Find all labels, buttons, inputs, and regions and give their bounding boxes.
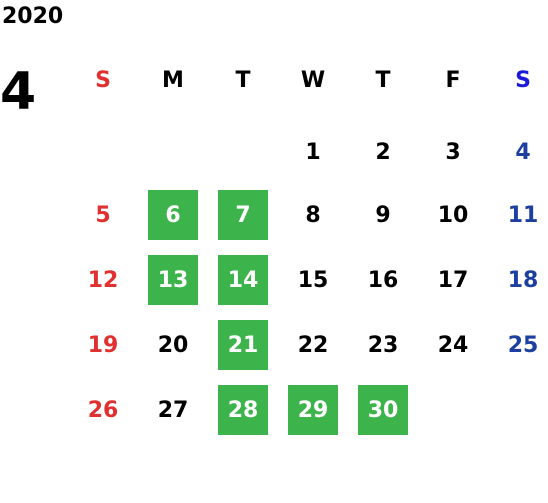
day-cell-highlighted[interactable]: 6 [148, 190, 198, 240]
day-cell[interactable]: 2 [375, 139, 391, 165]
day-cell-highlighted[interactable]: 7 [218, 190, 268, 240]
day-cell[interactable]: 3 [445, 139, 461, 165]
day-cell-highlighted[interactable]: 21 [218, 320, 268, 370]
day-cell[interactable]: 22 [297, 332, 329, 358]
weekday-header: S [515, 67, 531, 93]
weekday-header: T [375, 67, 391, 93]
day-cell[interactable]: 8 [305, 202, 321, 228]
day-cell[interactable]: 12 [87, 267, 119, 293]
weekday-header: F [445, 67, 461, 93]
day-cell[interactable]: 4 [515, 139, 531, 165]
weekday-header: T [235, 67, 251, 93]
weekday-header: M [162, 67, 184, 93]
day-cell-highlighted[interactable]: 13 [148, 255, 198, 305]
day-cell[interactable]: 25 [507, 332, 539, 358]
day-cell[interactable]: 16 [367, 267, 399, 293]
weekday-header: S [95, 67, 111, 93]
day-cell[interactable]: 20 [157, 332, 189, 358]
day-cell[interactable]: 1 [305, 139, 321, 165]
day-cell[interactable]: 17 [437, 267, 469, 293]
day-cell-highlighted[interactable]: 30 [358, 385, 408, 435]
day-cell[interactable]: 5 [95, 202, 111, 228]
day-cell-highlighted[interactable]: 14 [218, 255, 268, 305]
year-label: 2020 [2, 4, 64, 29]
month-number: 4 [0, 62, 37, 122]
day-cell[interactable]: 18 [507, 267, 539, 293]
day-cell[interactable]: 15 [297, 267, 329, 293]
day-cell[interactable]: 11 [507, 202, 539, 228]
day-cell[interactable]: 26 [87, 397, 119, 423]
weekday-header: W [300, 67, 326, 93]
day-cell-highlighted[interactable]: 28 [218, 385, 268, 435]
day-cell[interactable]: 9 [375, 202, 391, 228]
day-cell[interactable]: 23 [367, 332, 399, 358]
day-cell[interactable]: 24 [437, 332, 469, 358]
day-cell[interactable]: 19 [87, 332, 119, 358]
day-cell[interactable]: 27 [157, 397, 189, 423]
day-cell[interactable]: 10 [437, 202, 469, 228]
day-cell-highlighted[interactable]: 29 [288, 385, 338, 435]
